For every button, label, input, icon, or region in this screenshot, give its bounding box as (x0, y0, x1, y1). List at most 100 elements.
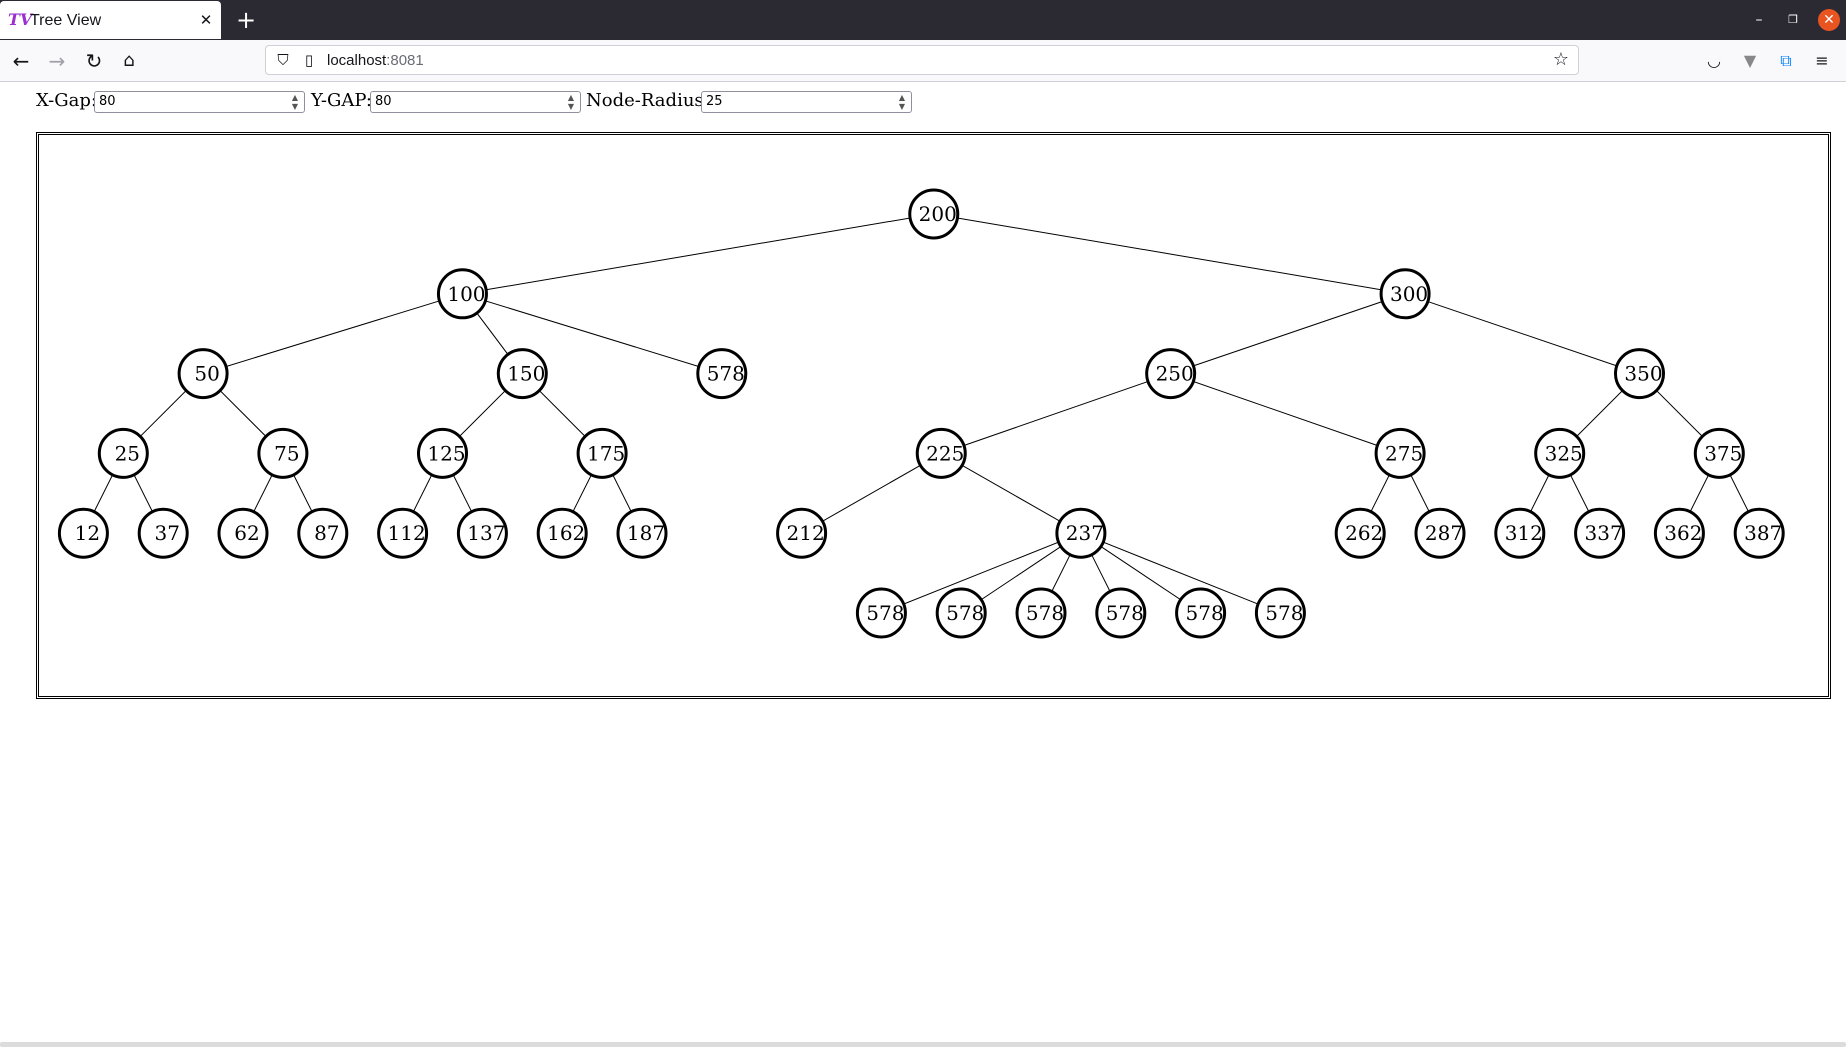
tree-node[interactable]: 312 (1494, 507, 1546, 559)
url-bar[interactable]: ⛉ ▯ localhost:8081 ☆ (265, 45, 1579, 75)
tree-node-label: 62 (234, 521, 259, 545)
url-text[interactable]: localhost:8081 (327, 52, 424, 69)
arrow-left-icon[interactable]: ← (12, 49, 30, 73)
horizontal-scrollbar[interactable] (0, 1042, 1846, 1047)
tree-node[interactable]: 337 (1574, 507, 1626, 559)
shield-icon[interactable]: ⛉ (277, 51, 289, 69)
tree-node-circle (576, 427, 628, 479)
spinner-arrows-icon[interactable]: ▲▼ (291, 93, 299, 111)
tree-node[interactable]: 578 (1095, 587, 1147, 639)
reload-icon[interactable]: ↻ (85, 49, 103, 73)
tree-node-label: 187 (627, 521, 665, 545)
tree-node-circle (616, 507, 668, 559)
tab-title: Tree View (30, 12, 102, 29)
close-window-icon[interactable]: ✕ (1818, 9, 1840, 31)
tree-node[interactable]: 237 (1055, 507, 1107, 559)
spinner-arrows-icon[interactable]: ▲▼ (567, 93, 575, 111)
tree-node[interactable]: 100 (436, 268, 488, 320)
tree-node-circle (855, 587, 907, 639)
tree-node-label: 578 (1186, 601, 1224, 625)
tree-node[interactable]: 578 (696, 348, 748, 400)
tree-node[interactable]: 187 (616, 507, 668, 559)
tree-node[interactable]: 87 (297, 507, 349, 559)
tree-node[interactable]: 387 (1733, 507, 1785, 559)
tree-node[interactable]: 12 (57, 507, 109, 559)
tree-node[interactable]: 162 (536, 507, 588, 559)
tree-node-circle (1574, 507, 1626, 559)
tree-node[interactable]: 37 (137, 507, 189, 559)
tree-node[interactable]: 362 (1653, 507, 1705, 559)
tree-edge (941, 452, 1082, 534)
tree-node[interactable]: 112 (377, 507, 429, 559)
tree-node-circle (1254, 587, 1306, 639)
tree-node[interactable]: 262 (1334, 507, 1386, 559)
tree-node[interactable]: 50 (177, 348, 229, 400)
star-icon[interactable]: ☆ (1552, 49, 1570, 70)
tree-node-circle (1534, 427, 1586, 479)
arrow-right-icon[interactable]: → (48, 49, 66, 73)
tree-node[interactable]: 212 (776, 507, 828, 559)
tree-node[interactable]: 175 (576, 427, 628, 479)
tree-node[interactable]: 150 (496, 348, 548, 400)
tree-edge (941, 373, 1171, 454)
tree-edge (1170, 293, 1406, 375)
close-icon[interactable]: ✕ (199, 11, 213, 29)
tree-node-label: 87 (314, 521, 339, 545)
ygap-value: 80 (375, 94, 392, 109)
minimize-icon[interactable]: – (1755, 12, 1763, 28)
tree-node-circle (417, 427, 468, 479)
tree-edge (933, 213, 1406, 295)
tree-node[interactable]: 578 (1175, 587, 1227, 639)
tree-node-circle (57, 507, 109, 559)
tree-node-label: 112 (388, 521, 426, 545)
tree-node[interactable]: 200 (908, 188, 960, 240)
tree-node[interactable]: 25 (97, 427, 149, 479)
tree-edge (462, 213, 934, 295)
tree-node-label: 237 (1066, 521, 1104, 545)
ygap-input[interactable]: 80 ▲▼ (370, 91, 581, 113)
spinner-arrows-icon[interactable]: ▲▼ (898, 93, 906, 111)
tab-tree-view[interactable]: TV Tree View ✕ (0, 1, 221, 39)
tree-node[interactable]: 125 (417, 427, 468, 479)
tree-canvas: 200 100 50 25 12 37 75 62 87 150 125 112 137 175 162 18… (36, 132, 1831, 699)
tree-node-label: 250 (1156, 362, 1194, 386)
tree-node[interactable]: 62 (217, 507, 269, 559)
tree-node[interactable]: 287 (1414, 507, 1466, 559)
tree-node-label: 287 (1425, 521, 1463, 545)
tree-node-circle (297, 507, 349, 559)
tree-node[interactable]: 578 (935, 587, 987, 639)
tree-node[interactable]: 137 (456, 507, 508, 559)
tree-edge (881, 532, 1082, 614)
restore-icon[interactable]: ❐ (1788, 13, 1798, 26)
tab-bar: TV Tree View ✕ + – ❐ ✕ (0, 0, 1846, 40)
xgap-input[interactable]: 80 ▲▼ (94, 91, 305, 113)
extension-icon[interactable]: ▼ (1743, 51, 1757, 70)
tree-node[interactable]: 350 (1614, 348, 1665, 400)
tree-node[interactable]: 578 (855, 587, 907, 639)
tree-node[interactable]: 325 (1534, 427, 1586, 479)
tree-node-label: 387 (1744, 521, 1782, 545)
tree-node[interactable]: 578 (1015, 587, 1067, 639)
tree-edge (801, 452, 942, 534)
tree-node-label: 325 (1545, 441, 1583, 465)
tree-node[interactable]: 300 (1379, 268, 1431, 320)
hamburger-menu-icon[interactable]: ≡ (1815, 51, 1829, 70)
tree-node-circle (1614, 348, 1665, 400)
radius-input[interactable]: 25 ▲▼ (701, 91, 912, 113)
tree-node-label: 362 (1664, 521, 1702, 545)
tree-node[interactable]: 75 (257, 427, 309, 479)
tree-node-circle (696, 348, 748, 400)
pocket-icon[interactable]: ◡ (1707, 51, 1721, 70)
home-icon[interactable]: ⌂ (123, 50, 135, 71)
tree-edge (202, 293, 463, 375)
tree-node[interactable]: 250 (1145, 348, 1197, 400)
tree-node-label: 578 (1026, 601, 1064, 625)
tree-node[interactable]: 578 (1254, 587, 1306, 639)
tree-node[interactable]: 275 (1374, 427, 1426, 479)
tree-node[interactable]: 375 (1693, 427, 1745, 479)
plus-icon[interactable]: + (235, 6, 257, 34)
tree-node[interactable]: 225 (915, 427, 967, 479)
tree-node-label: 75 (274, 441, 299, 465)
extension-icon[interactable]: ⧉ (1780, 51, 1792, 70)
tree-node-circle (97, 427, 149, 479)
